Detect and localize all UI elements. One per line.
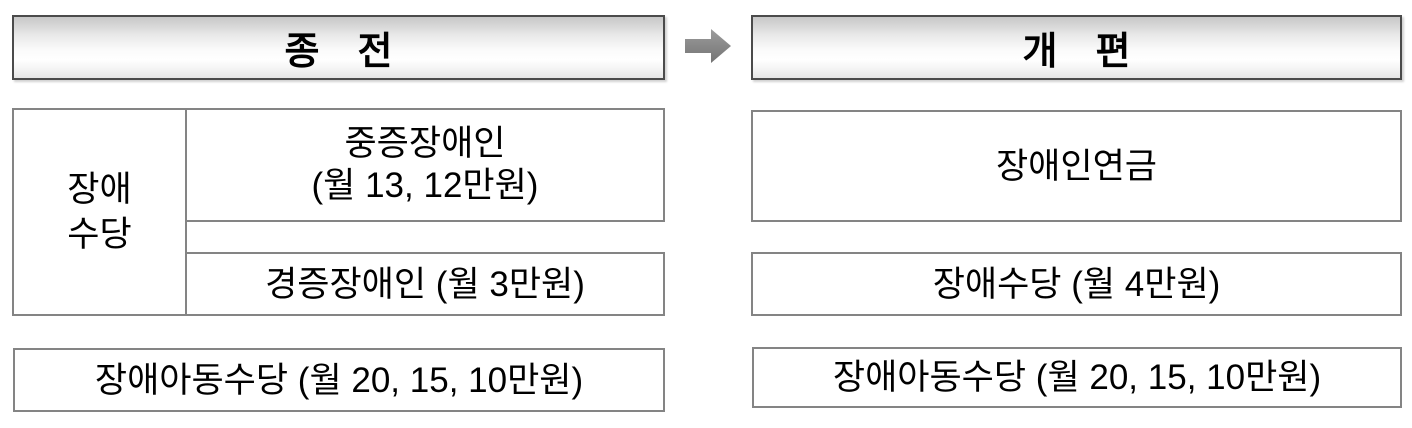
after-disability-allowance-box: 장애수당 (월 4만원)	[751, 252, 1402, 316]
before-child-allowance-box: 장애아동수당 (월 20, 15, 10만원)	[13, 348, 665, 412]
before-severe-disability-box: 중증장애인 (월 13, 12만원)	[185, 108, 665, 222]
after-header: 개 편	[751, 15, 1402, 80]
after-disability-pension-box: 장애인연금	[751, 110, 1402, 222]
after-child-allowance-box: 장애아동수당 (월 20, 15, 10만원)	[752, 347, 1402, 408]
arrow-right-icon	[683, 27, 733, 65]
before-header: 종 전	[12, 15, 665, 80]
before-allowance-row-label: 장애 수당	[12, 108, 187, 316]
before-mild-disability-box: 경증장애인 (월 3만원)	[185, 252, 665, 316]
